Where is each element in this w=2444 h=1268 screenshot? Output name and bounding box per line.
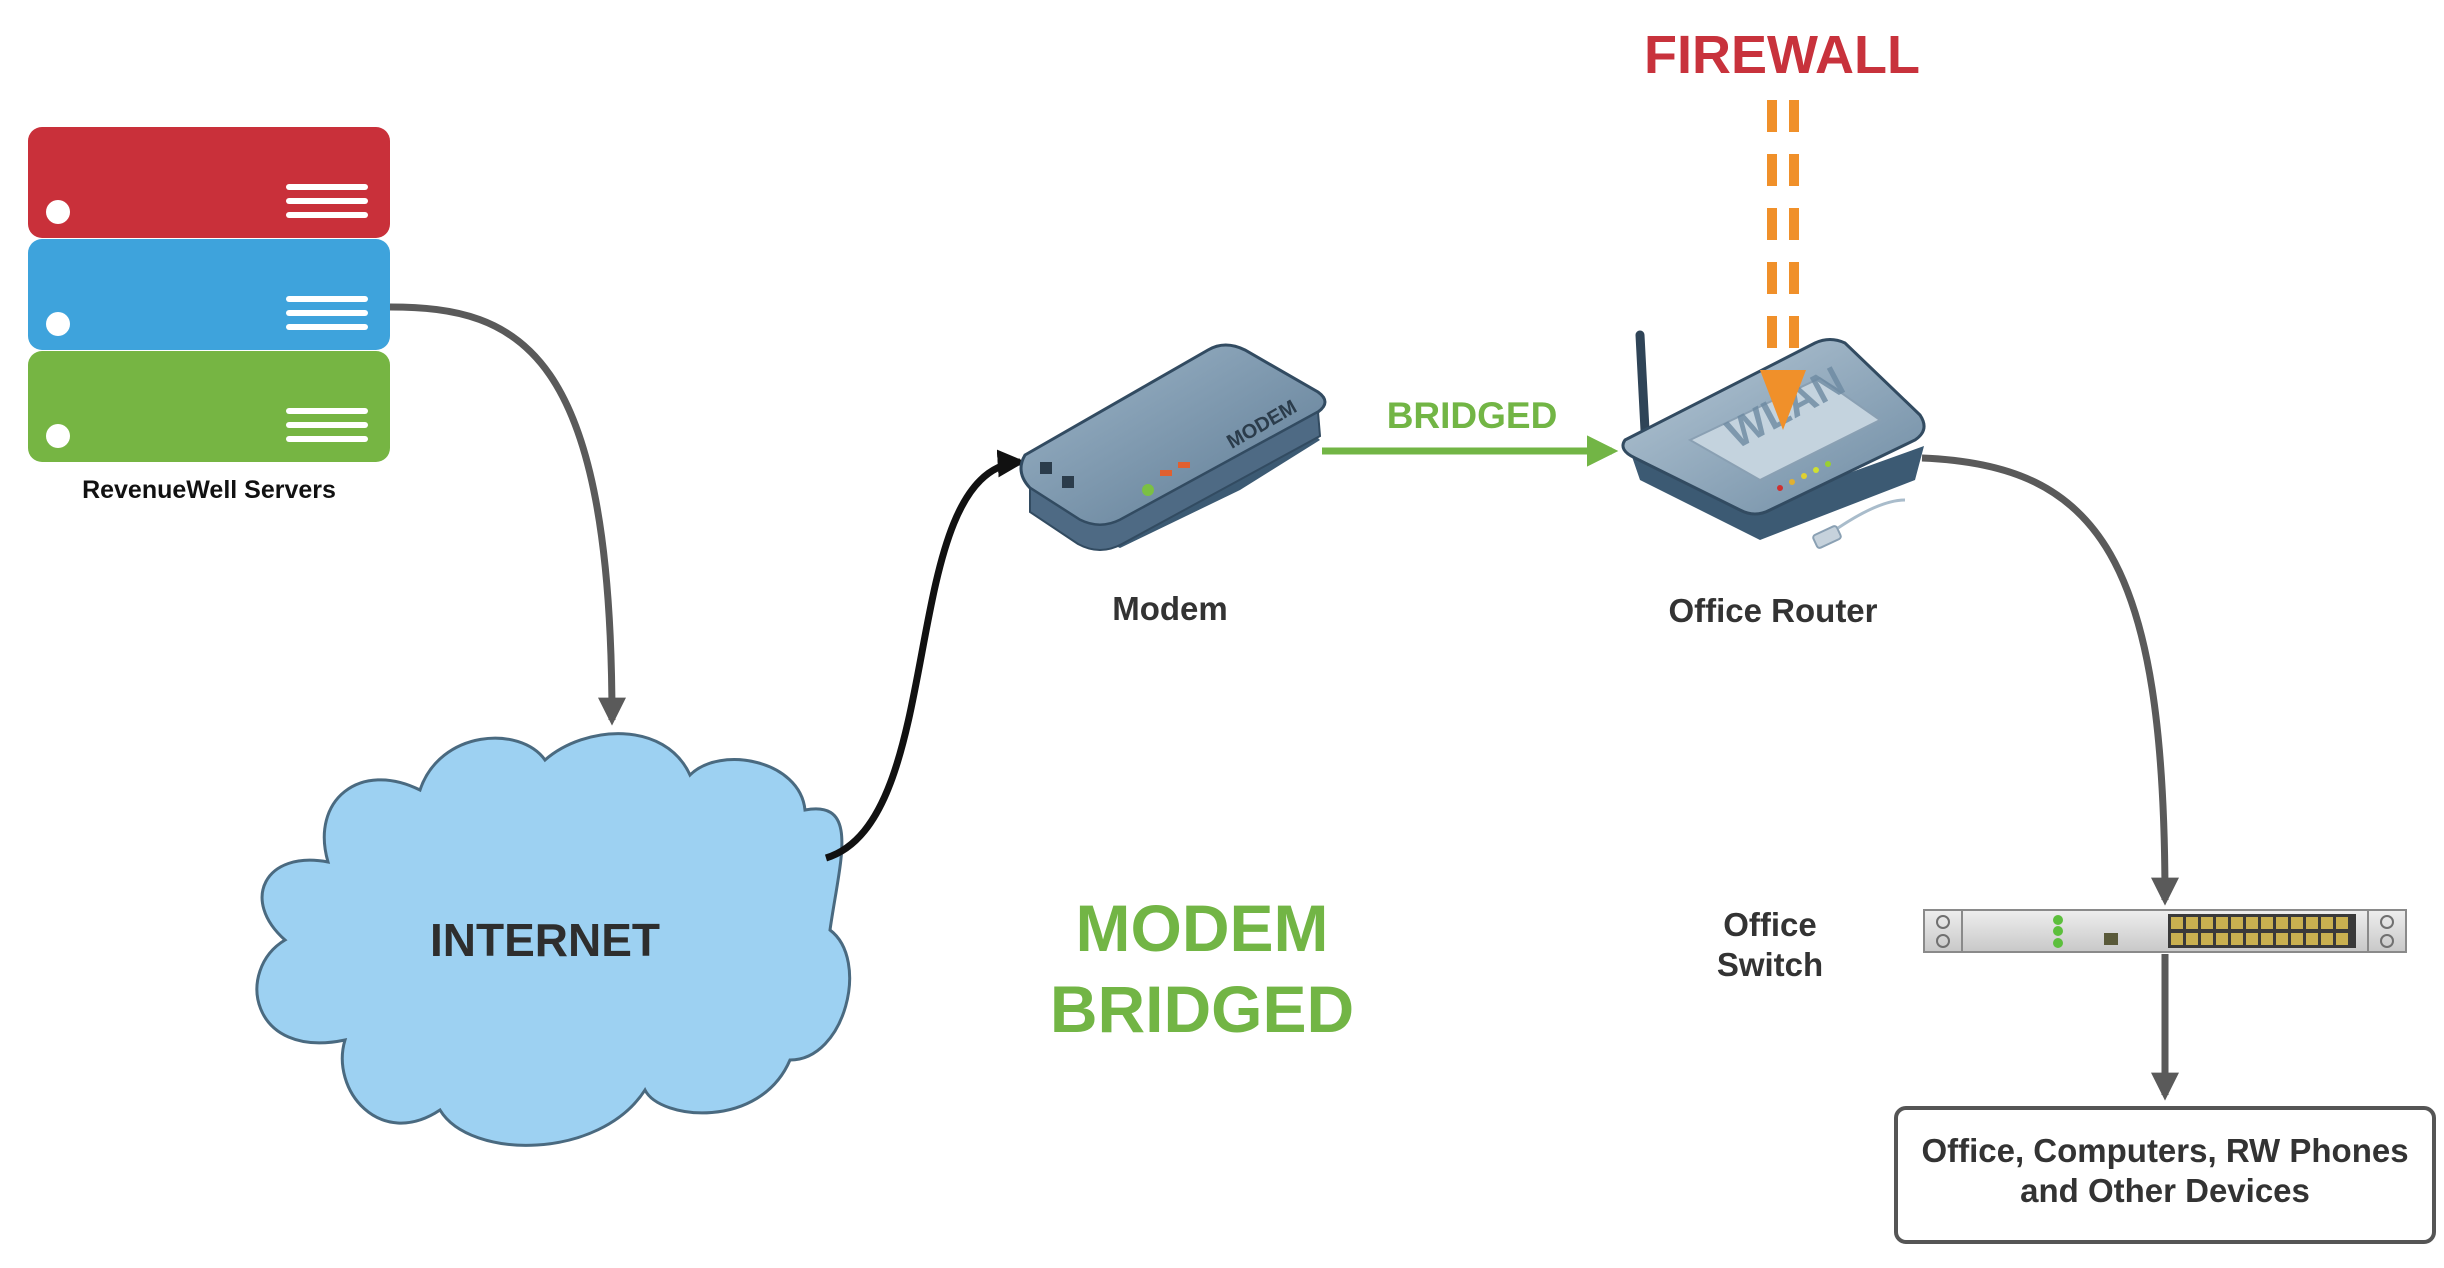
- modem-icon: [1019, 343, 1327, 551]
- firewall-label: FIREWALL: [1644, 25, 1920, 85]
- server-red: [28, 127, 390, 238]
- server-blue: [28, 239, 390, 350]
- server-stack-icon: [28, 127, 390, 462]
- servers-label: RevenueWell Servers: [82, 476, 336, 504]
- router-label: Office Router: [1668, 592, 1877, 629]
- server-green: [28, 351, 390, 462]
- modem-label: Modem: [1112, 590, 1228, 627]
- mode-title-line1: MODEM: [1076, 891, 1329, 965]
- firewall-arrow: [1760, 100, 1806, 430]
- devices-box: [1894, 1106, 2436, 1244]
- cloud-icon: [255, 732, 852, 1147]
- wifi-router-icon: [1621, 330, 1926, 549]
- devices-label-line1: Office, Computers, RW Phones: [1921, 1132, 2408, 1169]
- arrow-servers-to-internet: [389, 303, 626, 726]
- arrow-internet-to-modem: [824, 449, 1026, 862]
- bridged-label: BRIDGED: [1387, 395, 1558, 436]
- switch-label-line1: Office: [1723, 906, 1817, 943]
- mode-title-line2: BRIDGED: [1050, 972, 1354, 1046]
- arrow-router-to-switch: [1921, 454, 2179, 906]
- switch-label-line2: Switch: [1717, 946, 1823, 983]
- devices-label-line2: and Other Devices: [2020, 1172, 2310, 1209]
- network-switch-icon: [1923, 909, 2407, 953]
- internet-label: INTERNET: [430, 914, 660, 966]
